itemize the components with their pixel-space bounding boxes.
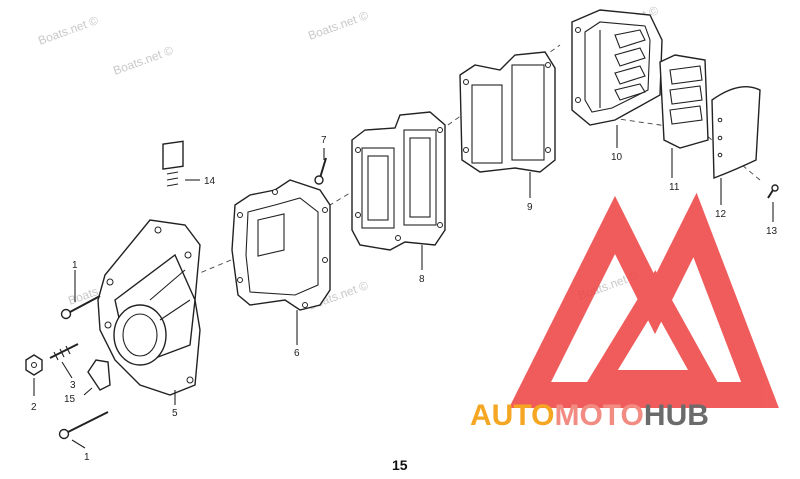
callout-label: 1 [72,260,78,271]
callout-label: 8 [419,274,425,285]
callout-label: 7 [321,135,327,146]
watermark-text: Boats.net © [36,13,100,48]
logo-word-hub: HUB [644,399,709,432]
part-bolt-upper [60,295,101,320]
callout-label: 3 [70,380,76,391]
callout-label: 5 [172,408,178,419]
callout-label: 13 [766,226,778,237]
logo-wordmark: AUTOMOTOHUB [470,399,709,432]
part-gasket-9 [459,51,556,173]
part-reed-cage [571,9,663,126]
part-reed-stop [711,86,761,180]
watermark-text: Boats.net © [306,8,370,43]
logo-word-moto: MOTO [554,399,643,432]
part-screw-7 [314,157,327,185]
logo-word-auto: AUTO [470,399,554,432]
page-number: 15 [392,457,408,473]
callout-label: 6 [294,348,300,359]
part-reed-petal [659,54,709,149]
part-clip [87,359,111,391]
part-bolt-lower [58,411,109,440]
callout-label: 1 [84,452,90,463]
part-reed-plate [351,111,446,251]
part-nut [25,354,43,376]
callout-label: 2 [31,402,37,413]
callout-label: 9 [527,202,533,213]
part-stud [49,343,79,361]
callout-label: 15 [64,394,76,405]
callout-label: 12 [715,209,727,220]
automotohub-logo: AUTOMOTOHUB [470,192,779,432]
callout-label: 14 [204,176,216,187]
part-screw-13 [767,184,779,199]
part-gasket-6 [231,179,331,311]
callout-leaders [33,125,774,449]
callout-label: 10 [611,152,623,163]
watermark-text: Boats.net © [111,43,175,78]
part-reed-housing [97,219,201,396]
part-decal [162,140,184,187]
logo-triangle-icon [508,192,779,408]
callout-label: 11 [669,182,680,193]
